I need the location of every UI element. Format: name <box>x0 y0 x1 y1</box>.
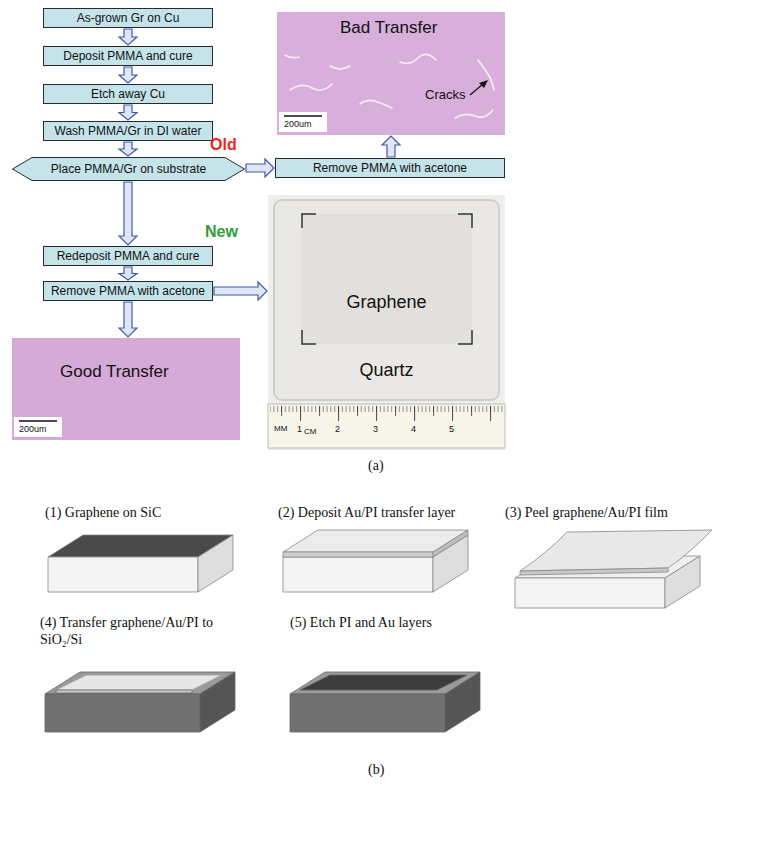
ruler-number: 4 <box>411 424 416 435</box>
graphene-film <box>302 214 472 344</box>
substrate-block <box>290 672 480 732</box>
crack <box>290 84 332 90</box>
crack <box>400 54 436 63</box>
peeled-film <box>520 530 712 571</box>
block-arrow <box>119 302 137 337</box>
block-arrow <box>214 282 267 300</box>
edge-label: New <box>205 223 238 241</box>
step-caption: (4) Transfer graphene/Au/PI to SiO₂/Si <box>40 615 220 649</box>
transfer-layer-front <box>283 552 433 557</box>
ruler-number: 1 <box>297 424 302 435</box>
scale-bar <box>284 115 322 117</box>
block-front <box>515 578 665 608</box>
sample-photo: GrapheneQuartz <box>268 195 505 450</box>
peeled-film-edge <box>520 568 668 575</box>
block-front <box>45 694 200 732</box>
panel-label: (a) <box>368 458 384 475</box>
block-arrow <box>119 142 137 156</box>
scale-bar <box>19 420 57 422</box>
step-caption: (1) Graphene on SiC <box>45 505 161 522</box>
ruler-unit: CM <box>304 427 316 437</box>
transfer-film-edge <box>56 690 192 693</box>
sic-block <box>48 535 233 592</box>
callout-leader <box>470 84 483 95</box>
diamond-shape <box>13 158 245 181</box>
node-text: Deposit PMMA and cure <box>63 49 192 63</box>
callout-arrowhead <box>479 80 488 88</box>
decision-diamond: Place PMMA/Gr on substrate <box>12 157 245 181</box>
step-caption: (3) Peel graphene/Au/PI film <box>505 505 668 522</box>
block-arrow <box>246 159 274 177</box>
block-arrow <box>119 105 137 120</box>
panel-label: (b) <box>368 762 384 779</box>
crack <box>360 100 392 108</box>
block-arrow <box>119 29 137 45</box>
scale-bar-box <box>279 112 327 132</box>
photo-label: Graphene <box>268 292 505 313</box>
block-front <box>290 694 445 732</box>
micrograph-photo: Bad TransferCracks 200um <box>277 12 505 135</box>
process-box: Wash PMMA/Gr in DI water <box>43 121 213 141</box>
process-box: As-grown Gr on Cu <box>43 8 213 28</box>
node-text: As-grown Gr on Cu <box>77 11 180 25</box>
process-box: Deposit PMMA and cure <box>43 46 213 66</box>
micrograph-background <box>12 338 240 440</box>
photo-title: Bad Transfer <box>340 18 437 38</box>
ruler <box>268 404 505 448</box>
ruler-unit: MM <box>274 424 287 434</box>
block-front <box>48 557 198 592</box>
crack <box>330 66 350 69</box>
edge-label: Old <box>210 136 237 154</box>
block-arrow <box>382 136 400 157</box>
node-text: Place PMMA/Gr on substrate <box>51 162 206 176</box>
graphene-layer <box>300 675 467 690</box>
step-caption: (2) Deposit Au/PI transfer layer <box>278 505 455 522</box>
scale-bar-box <box>14 417 62 437</box>
ruler-number: 3 <box>373 424 378 435</box>
callout-label: Cracks <box>425 88 465 103</box>
photo-label: Quartz <box>268 360 505 381</box>
photo-background <box>268 195 505 450</box>
node-text: Etch away Cu <box>91 87 165 101</box>
transfer-film <box>56 675 222 690</box>
substrate-block <box>45 672 235 732</box>
process-box: Remove PMMA with acetone <box>275 158 505 178</box>
ruler-ticks <box>270 405 503 422</box>
crack-lines <box>285 54 494 118</box>
node-text: Remove PMMA with acetone <box>51 284 205 298</box>
micrograph-photo: Good Transfer 200um <box>12 338 240 440</box>
ruler-number: 2 <box>335 424 340 435</box>
ruler-ticks <box>270 405 503 422</box>
corner-brackets <box>302 214 472 344</box>
block-arrow <box>119 182 137 245</box>
block-arrow <box>119 267 137 280</box>
crack <box>285 55 299 58</box>
process-box: Etch away Cu <box>43 84 213 104</box>
photo-title: Good Transfer <box>60 362 169 382</box>
transfer-layer-side <box>433 530 468 557</box>
process-box: Remove PMMA with acetone <box>43 281 213 301</box>
ruler-ticks <box>270 405 503 422</box>
process-box: Redeposit PMMA and cure <box>43 246 213 266</box>
micrograph-background <box>277 12 505 135</box>
step-caption: (5) Etch PI and Au layers <box>290 615 432 632</box>
scale-label: 200um <box>19 424 47 434</box>
sic-block <box>283 530 468 592</box>
block-side <box>198 535 233 592</box>
crack <box>455 110 493 118</box>
block-arrow <box>119 67 137 83</box>
ruler-number: 5 <box>449 424 454 435</box>
node-text: Wash PMMA/Gr in DI water <box>55 124 202 138</box>
block-front <box>283 557 433 592</box>
node-text: Redeposit PMMA and cure <box>57 249 200 263</box>
node-text: Remove PMMA with acetone <box>313 161 467 175</box>
scale-label: 200um <box>284 119 312 129</box>
sic-block <box>515 530 712 608</box>
